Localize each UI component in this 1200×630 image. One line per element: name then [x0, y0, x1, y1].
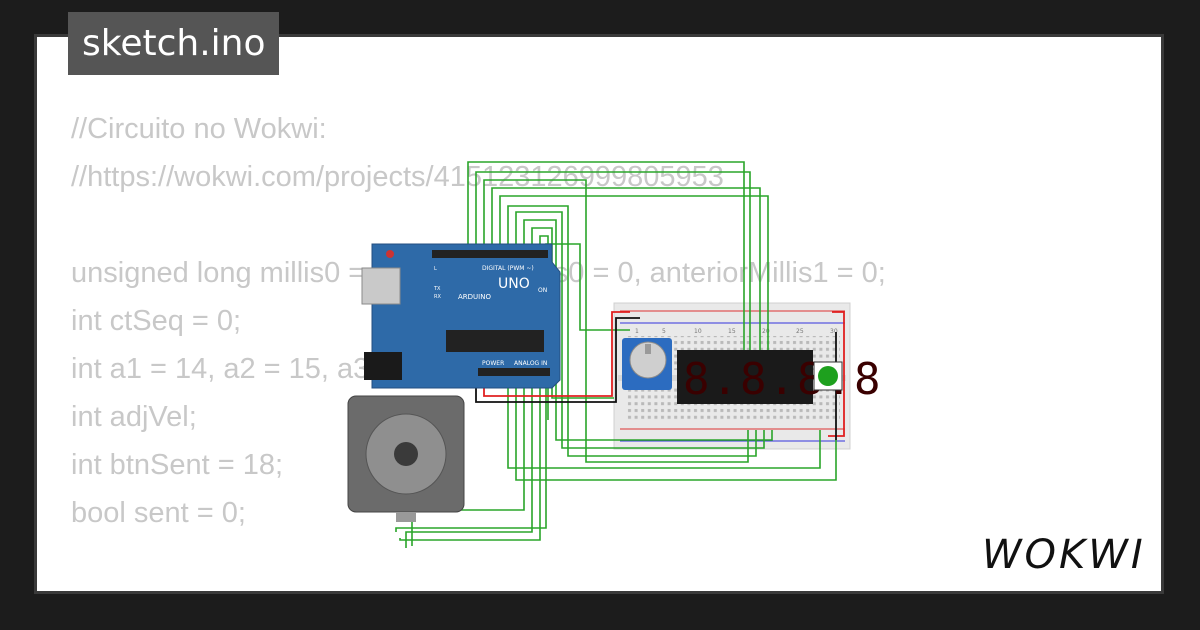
analog-pins-label: ANALOG IN — [514, 360, 547, 367]
code-line: int btnSent = 18; — [71, 449, 284, 481]
stepper-motor — [347, 395, 465, 522]
wokwi-logo: WOKWI — [982, 532, 1146, 578]
tx-led-label: TX — [433, 286, 441, 292]
breadboard-col-label: 5 — [662, 328, 666, 335]
potentiometer — [622, 338, 672, 390]
digital-pins-label: DIGITAL (PWM ~) — [482, 265, 534, 272]
wire-bundle — [395, 161, 837, 548]
power-pins-label: POWER — [482, 360, 504, 367]
breadboard-col-label: 1 — [635, 328, 639, 335]
breadboard-col-label: 30 — [830, 328, 838, 335]
breadboard-col-label: 20 — [762, 328, 770, 335]
display-digits: 8.8.8.8 — [683, 354, 882, 405]
code-line: int ctSeq = 0; — [71, 305, 242, 337]
on-led-label: ON — [538, 287, 547, 294]
logo-text: WOKWI — [982, 532, 1146, 578]
board-maker-label: ARDUINO — [458, 293, 491, 301]
code-line: bool sent = 0; — [71, 497, 246, 529]
seven-segment-display: 8.8.8.8 — [677, 350, 882, 405]
breadboard-col-label: 15 — [728, 328, 736, 335]
code-listing: //Circuito no Wokwi: //https://wokwi.com… — [71, 105, 886, 591]
sketch-title: sketch.ino — [68, 12, 280, 75]
arduino-uno-board: UNO ARDUINO DIGITAL (PWM ~) ANALOG IN PO… — [361, 243, 561, 389]
code-line: //Circuito no Wokwi: — [71, 113, 327, 145]
rx-led-label: RX — [434, 294, 441, 300]
preview-card: //Circuito no Wokwi: //https://wokwi.com… — [34, 34, 1164, 594]
push-button — [813, 361, 843, 391]
l-led-label: L — [434, 266, 437, 272]
breadboard-col-label: 25 — [796, 328, 804, 335]
breadboard-col-label: 10 — [694, 328, 702, 335]
board-model-label: UNO — [498, 276, 530, 292]
code-line: int adjVel; — [71, 401, 197, 433]
